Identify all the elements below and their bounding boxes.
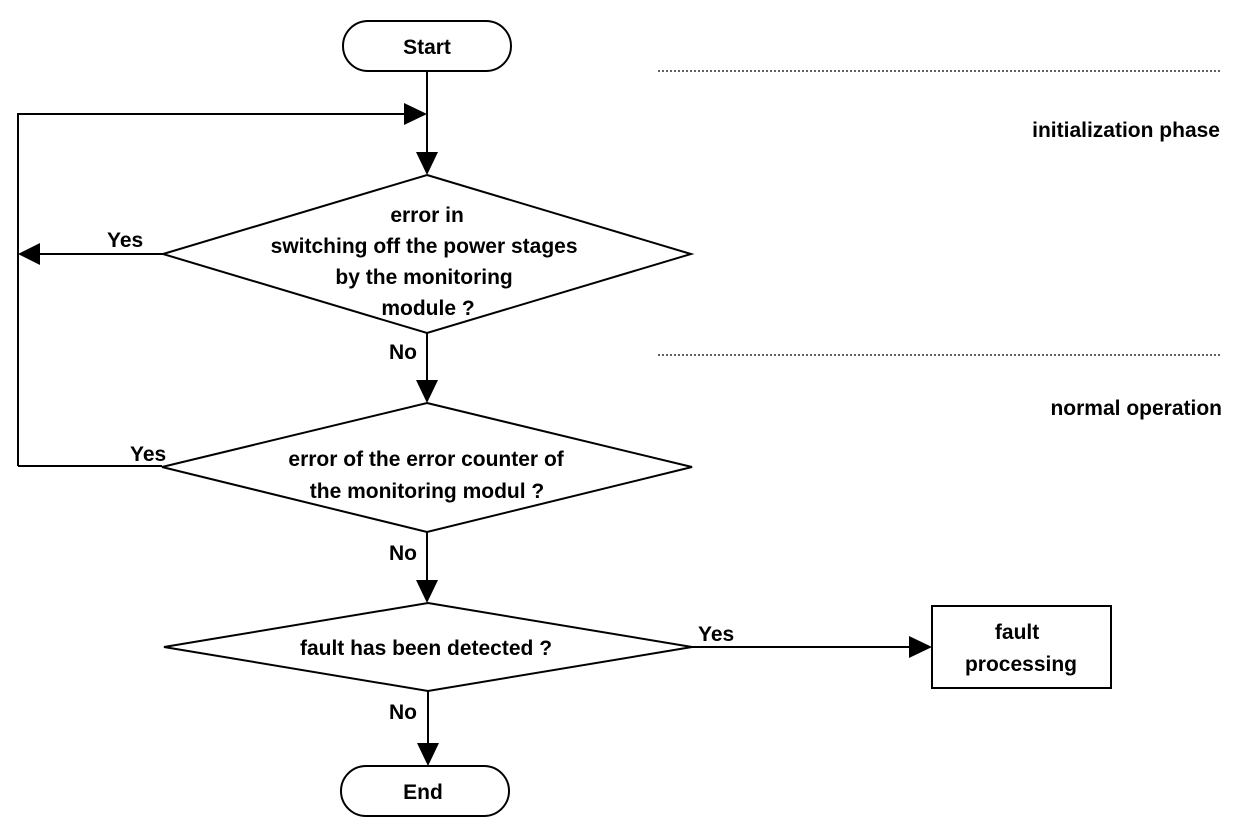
- arrowhead-into-decision3: [416, 580, 438, 603]
- decision-fault-detected: fault has been detected ?: [163, 601, 693, 693]
- arrowhead-decision1-yes: [18, 243, 40, 265]
- arrowhead-into-decision2: [416, 380, 438, 403]
- decision-power-stages: error in switching off the power stages …: [159, 173, 695, 335]
- phase-label-initialization: initialization phase: [1032, 119, 1220, 142]
- phase-label-normal-operation: normal operation: [1050, 397, 1222, 420]
- start-node: Start: [342, 20, 512, 72]
- decision-error-counter-line-2: the monitoring modul ?: [310, 480, 544, 503]
- loop-back-line: [17, 113, 404, 466]
- decision3-yes-label: Yes: [698, 623, 734, 646]
- loop-back-arrowhead: [404, 103, 427, 125]
- decision2-no-label: No: [389, 542, 417, 565]
- fault-processing-box: [931, 605, 1112, 689]
- fault-processing-node: fault processing: [931, 605, 1112, 689]
- start-label: Start: [403, 36, 451, 59]
- decision-error-counter: error of the error counter of the monito…: [161, 401, 693, 534]
- end-shape: [340, 765, 510, 817]
- end-label: End: [403, 781, 443, 804]
- decision-error-counter-line-1: error of the error counter of: [288, 448, 564, 471]
- fault-processing-line-1: fault: [995, 621, 1039, 644]
- decision1-yes-label: Yes: [107, 229, 143, 252]
- arrowhead-into-decision1: [416, 152, 438, 175]
- decision-fault-detected-label: fault has been detected ?: [300, 637, 552, 660]
- decision-power-stages-line-3: by the monitoring: [335, 266, 512, 289]
- arrowhead-into-end: [417, 743, 439, 766]
- decision-power-stages-text: error in switching off the power stages …: [271, 204, 584, 320]
- arrowhead-into-fault-processing: [909, 636, 932, 658]
- decision2-yes-label: Yes: [130, 443, 166, 466]
- fault-processing-text: fault processing: [965, 621, 1077, 676]
- decision1-no-label: No: [389, 341, 417, 364]
- decision-power-stages-line-1: error in: [390, 204, 464, 227]
- end-node: End: [340, 765, 510, 817]
- decision-error-counter-text: error of the error counter of the monito…: [288, 448, 569, 503]
- decision3-no-label: No: [389, 701, 417, 724]
- fault-processing-line-2: processing: [965, 653, 1077, 676]
- decision-power-stages-line-4: module ?: [381, 297, 474, 320]
- decision-power-stages-line-2: switching off the power stages: [271, 235, 578, 258]
